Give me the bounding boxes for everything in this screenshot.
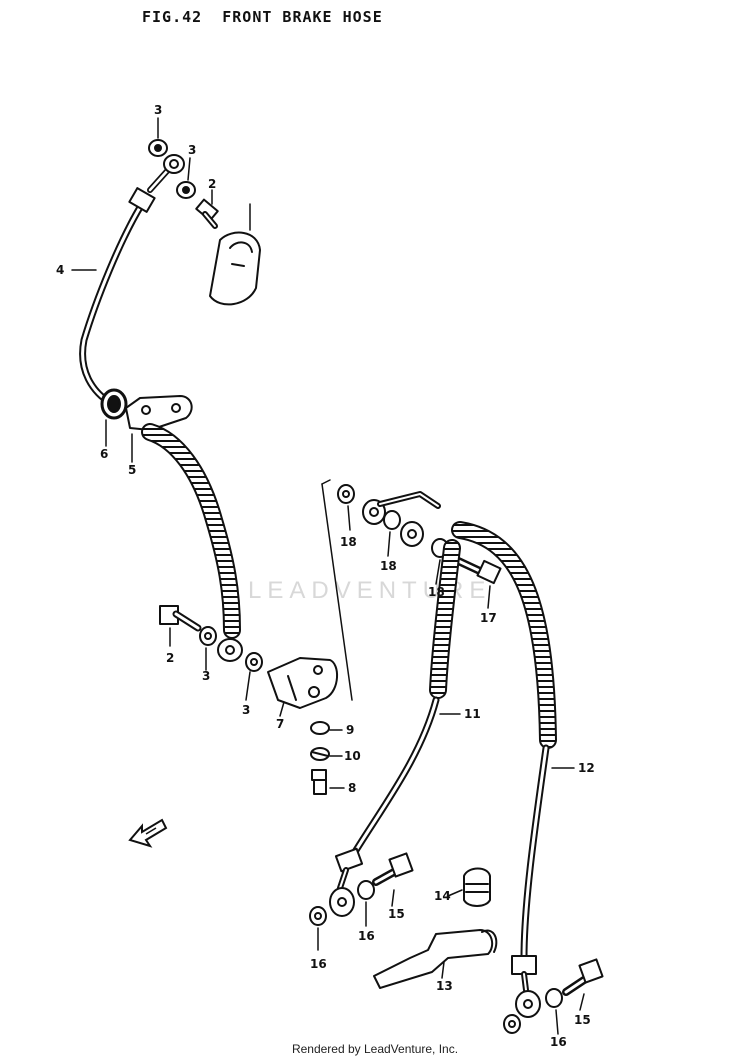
hose-clamp-14: [463, 867, 491, 907]
washer-9: [310, 721, 330, 735]
washer-3c: [199, 626, 217, 646]
callout-17: 17: [480, 611, 497, 625]
washer-18a: [337, 484, 355, 504]
callout-9: 9: [346, 723, 354, 737]
callout-10: 10: [344, 749, 361, 763]
washer-18b: [383, 510, 401, 530]
callout-7: 7: [276, 717, 284, 731]
callout-3: 3: [242, 703, 250, 717]
callout-4: 4: [56, 263, 64, 277]
washer-3d: [245, 652, 263, 672]
grommet-6: [100, 388, 128, 420]
hose-guide-bracket-13: [373, 929, 498, 989]
callout-15: 15: [388, 907, 405, 921]
callout-12: 12: [578, 761, 595, 775]
bracket-5: [125, 395, 193, 431]
callout-18: 18: [428, 585, 445, 599]
callout-16: 16: [310, 957, 327, 971]
callout-5: 5: [128, 463, 136, 477]
callout-15: 15: [574, 1013, 591, 1027]
union-bolt-2a: [195, 198, 219, 229]
callout-8: 8: [348, 781, 356, 795]
left-caliper-hose-11: [329, 539, 461, 917]
master-cylinder-outlet: [209, 231, 261, 306]
figure-title: FIG.42 FRONT BRAKE HOSE: [142, 8, 383, 26]
washer-16c: [545, 988, 563, 1008]
callout-11: 11: [464, 707, 481, 721]
washer-16b: [309, 906, 327, 926]
callout-16: 16: [358, 929, 375, 943]
middle-hose: [141, 423, 243, 662]
callout-18: 18: [380, 559, 397, 573]
callout-13: 13: [436, 979, 453, 993]
union-bolt-15a: [372, 852, 414, 886]
callout-3: 3: [188, 143, 196, 157]
callout-2: 2: [208, 177, 216, 191]
washer-16a: [357, 880, 375, 900]
callout-16: 16: [550, 1035, 567, 1049]
footer-credit: Rendered by LeadVenture, Inc.: [291, 1042, 459, 1056]
upper-hose: [79, 154, 185, 408]
callout-2: 2: [166, 651, 174, 665]
callout-14: 14: [434, 889, 451, 903]
washer-16d: [503, 1014, 521, 1034]
banjo-fitting-b: [400, 521, 424, 547]
three-way-joint-7: [267, 657, 338, 709]
callout-18: 18: [340, 535, 357, 549]
callout-6: 6: [100, 447, 108, 461]
callout-3: 3: [202, 669, 210, 683]
front-direction-arrow-icon: [128, 818, 168, 848]
union-bolt-2b: [159, 605, 202, 632]
right-caliper-hose-12: [451, 521, 557, 1018]
callout-3: 3: [154, 103, 162, 117]
union-bolt-15b: [562, 958, 604, 996]
bolt-8: [311, 769, 327, 795]
